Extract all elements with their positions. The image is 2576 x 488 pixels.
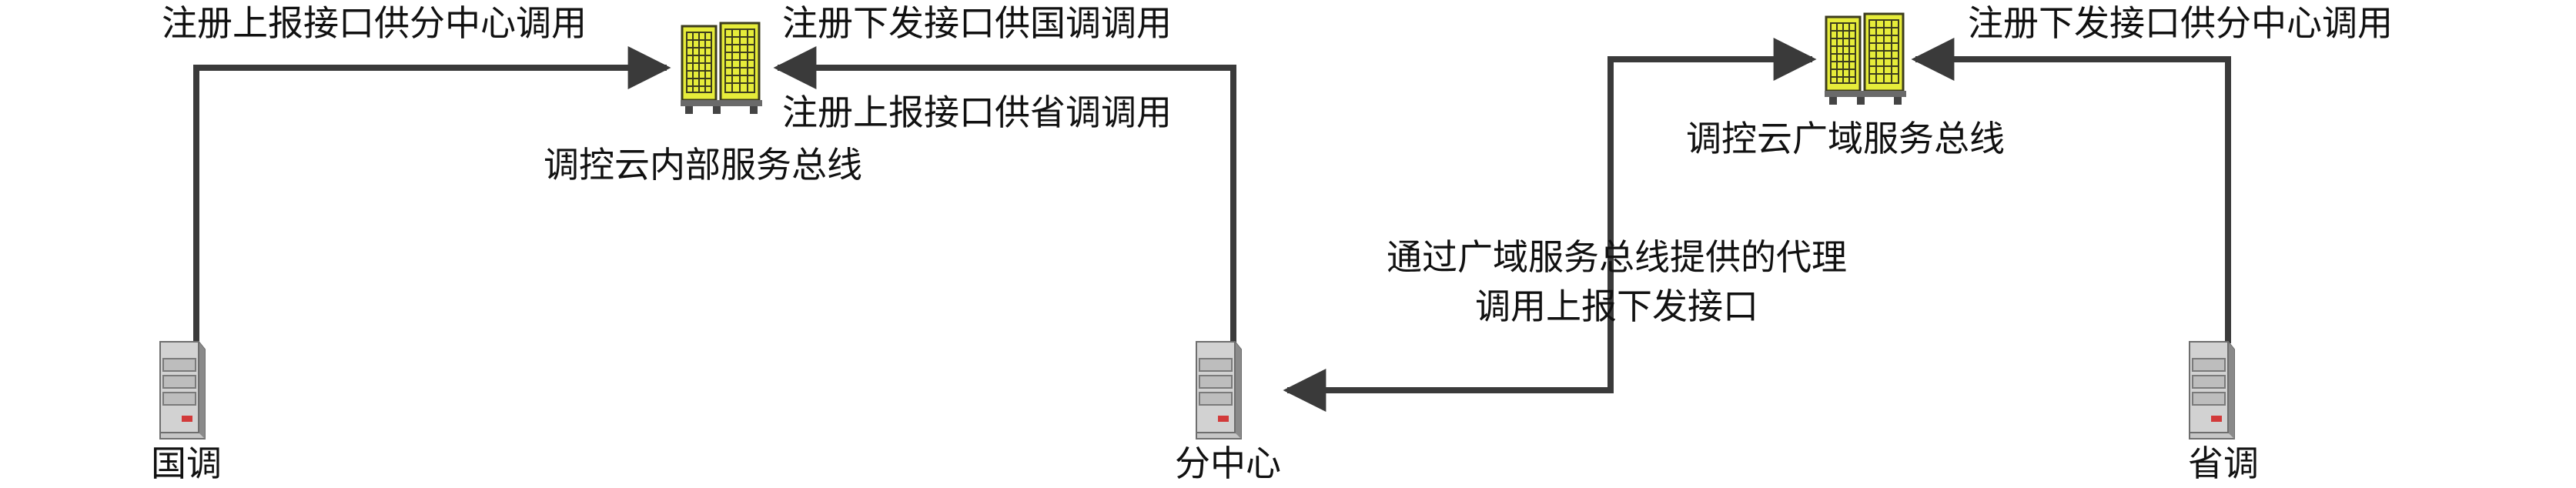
edge-label-report-to-province: 注册上报接口供省调调用: [782, 92, 1172, 133]
edge-label-proxy-line2: 调用上报下发接口: [1475, 286, 1758, 327]
edge-wide-bus-subcenter-proxy: [1283, 38, 1817, 412]
server-rack-icon: [679, 22, 764, 115]
node-label-guodiao: 国调: [151, 443, 222, 484]
edge-subcenter-to-internal-bus: [773, 46, 1236, 343]
edge-guodiao-to-internal-bus: [193, 46, 671, 343]
server-tower-icon: [159, 341, 206, 440]
edge-label-issue-to-subcenter: 注册下发接口供分中心调用: [1968, 2, 2393, 44]
server-tower-icon: [1196, 341, 1242, 440]
edge-label-issue-to-guodiao: 注册下发接口供国调调用: [782, 2, 1172, 44]
edge-label-proxy-line1: 通过广域服务总线提供的代理: [1387, 236, 1847, 278]
edge-label-report-to-subcenter: 注册上报接口供分中心调用: [162, 2, 587, 44]
node-label-subcenter: 分中心: [1175, 443, 1281, 484]
node-label-internal-bus: 调控云内部服务总线: [544, 144, 862, 186]
server-tower-icon: [2189, 341, 2235, 440]
node-label-wide-bus: 调控云广域服务总线: [1686, 118, 2005, 159]
node-label-province: 省调: [2188, 443, 2259, 484]
server-rack-icon: [1823, 12, 1908, 106]
edge-province-to-wide-bus: [1911, 38, 2231, 343]
